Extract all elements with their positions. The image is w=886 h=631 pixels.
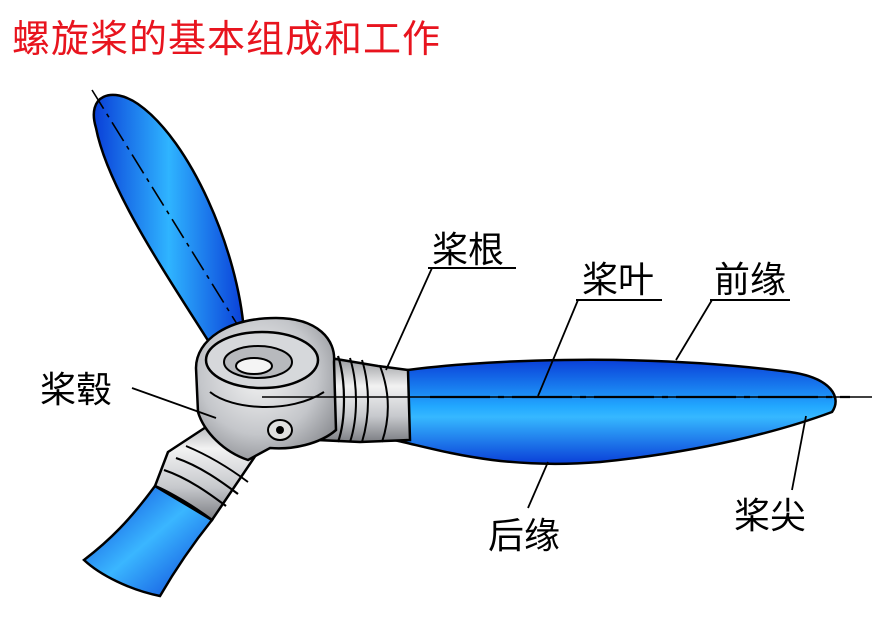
label-blade: 桨叶 <box>582 260 654 301</box>
label-hub: 桨毂 <box>40 370 112 411</box>
label-root: 桨根 <box>432 230 504 271</box>
leader-trailing-edge <box>528 462 548 508</box>
label-leading-edge: 前缘 <box>714 260 786 301</box>
right-blade <box>394 360 836 464</box>
upper-blade <box>94 95 244 350</box>
hub-bore <box>236 358 272 374</box>
leader-tip <box>792 416 806 490</box>
leader-leading-edge <box>676 300 712 360</box>
label-tip: 桨尖 <box>734 496 806 537</box>
leader-root <box>386 268 432 370</box>
label-trailing-edge: 后缘 <box>488 516 560 557</box>
